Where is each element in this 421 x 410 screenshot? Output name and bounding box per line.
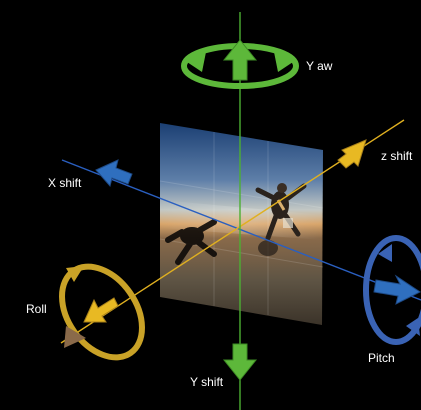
pitch-label: Pitch <box>368 351 395 365</box>
yaw-rotation-icon <box>181 39 299 89</box>
x-shift-arrow-icon <box>95 159 133 188</box>
x-shift-label: X shift <box>48 176 82 190</box>
roll-rotation-icon <box>59 263 145 361</box>
yaw-label: Y aw <box>306 59 333 73</box>
pitch-rotation-icon <box>363 235 421 345</box>
y-shift-arrow-icon <box>222 343 258 381</box>
skydiver-shadow <box>165 219 278 265</box>
roll-label: Roll <box>26 302 47 316</box>
skydiver-photo-panel <box>159 123 324 325</box>
z-shift-arrow-icon <box>337 139 367 169</box>
z-shift-label: z shift <box>381 149 413 163</box>
y-shift-label: Y shift <box>190 375 224 389</box>
x-axis-line <box>61 159 421 301</box>
